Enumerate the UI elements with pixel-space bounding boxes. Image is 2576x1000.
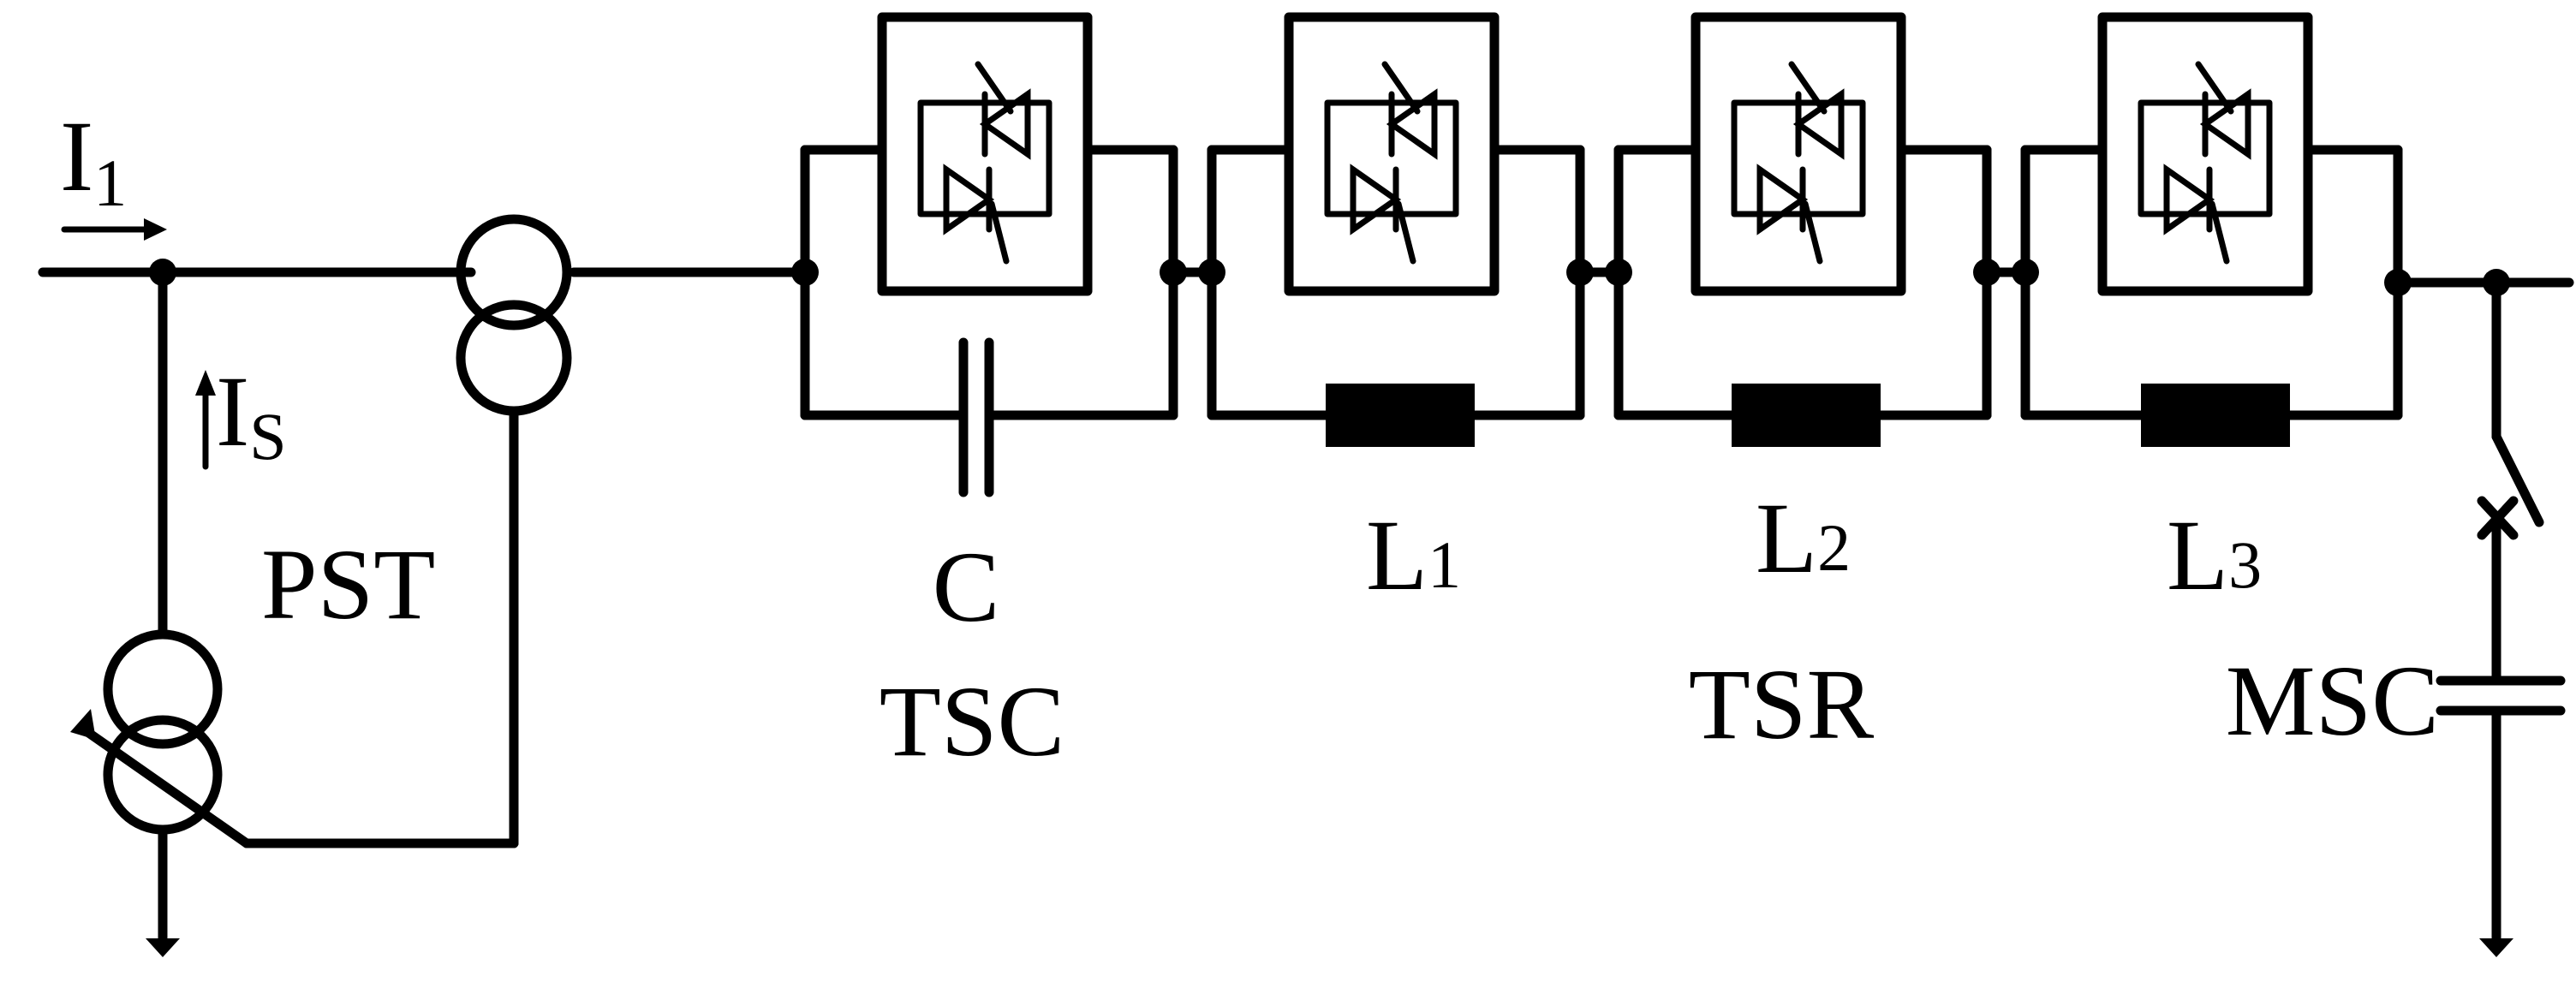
tsr-cell-3 [1982, 12, 2412, 447]
capacitor-label: C [933, 531, 1000, 643]
ground-icon [2479, 938, 2513, 957]
inductor-icon [2141, 384, 2290, 447]
msc-label: MSC [2226, 645, 2439, 757]
line-current-label: I1 [60, 100, 127, 220]
pst-shunt-branch [149, 259, 216, 637]
capacitor-icon [958, 337, 994, 497]
thyristor-pair-icon [1690, 12, 1906, 296]
inductor-icon [1326, 384, 1475, 447]
inductor-2-label: L2 [1756, 482, 1851, 594]
tsr-cell-2 [1575, 12, 2001, 447]
switch-icon [2477, 432, 2544, 540]
tsc-label: TSC [880, 665, 1064, 777]
tsc-cell [791, 12, 1187, 497]
capacitor-icon [2436, 676, 2566, 716]
thyristor-pair-icon [1284, 12, 1500, 296]
tsr-label: TSR [1689, 648, 1875, 760]
series-transformer [456, 214, 572, 848]
line-current-arrow [61, 218, 167, 241]
shunt-current-label: IS [216, 355, 287, 473]
inductor-1-label: L1 [1366, 499, 1461, 611]
pst-label: PST [261, 528, 435, 640]
ground-icon [146, 938, 180, 957]
thyristor-pair-icon [2097, 12, 2313, 296]
inductor-icon [1732, 384, 1881, 447]
thyristor-pair-icon [877, 12, 1093, 296]
msc-branch [2436, 269, 2566, 957]
tsr-cell-1 [1168, 12, 1594, 447]
inductor-3-label: L3 [2167, 499, 2262, 611]
main-bus [38, 267, 2574, 288]
shunt-transformer [70, 629, 519, 943]
